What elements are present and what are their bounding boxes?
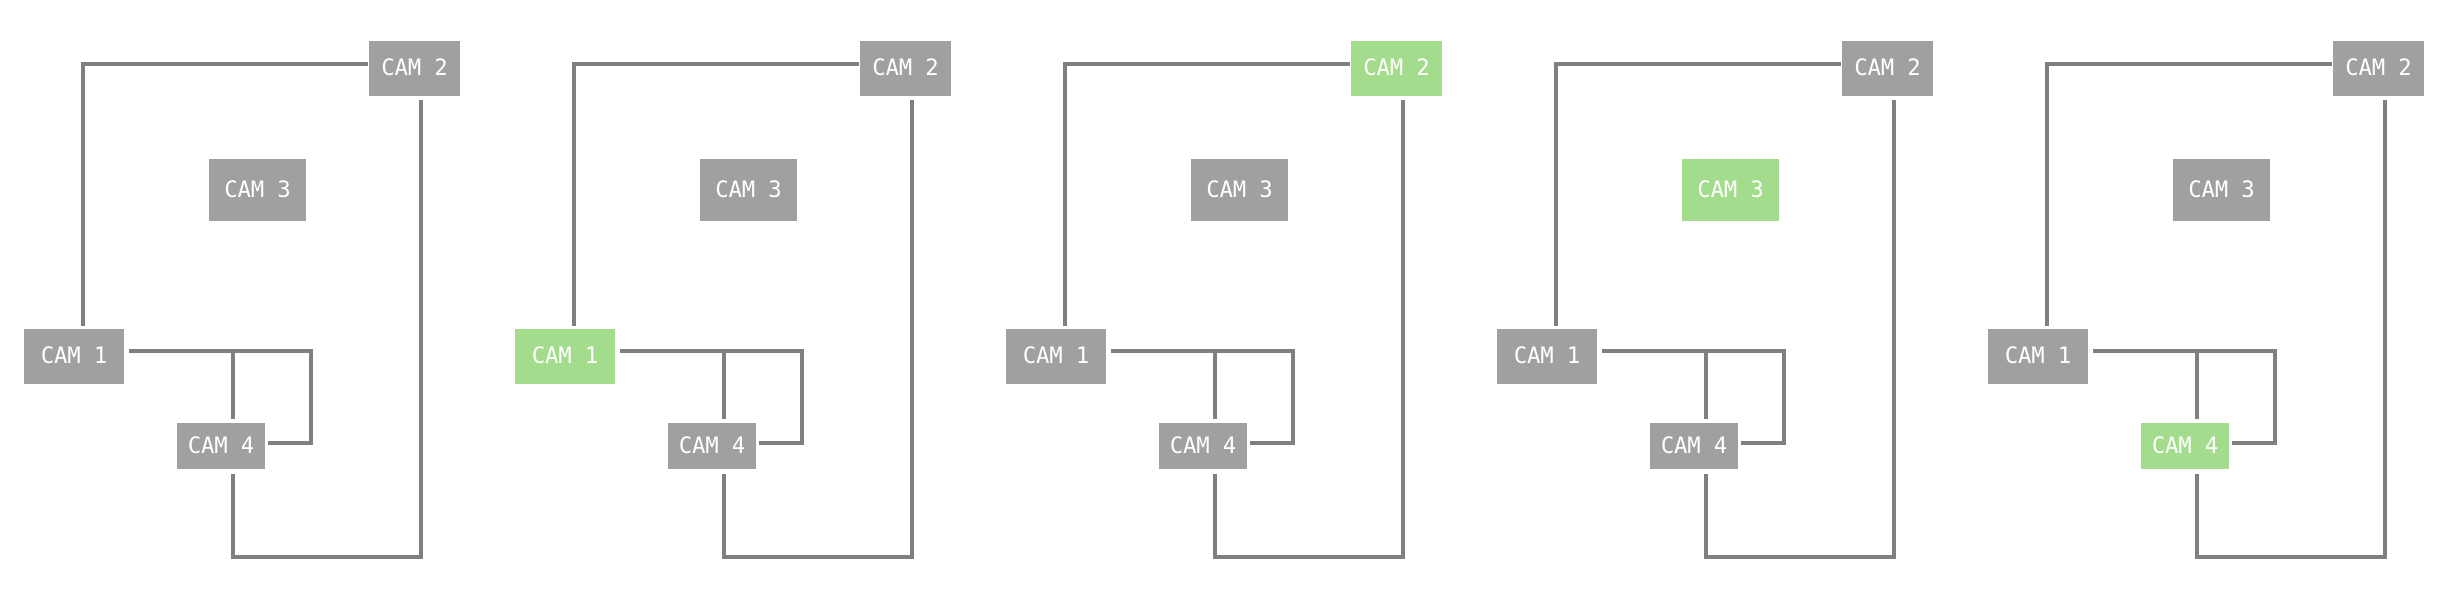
diagram-panel-4: CAM 1 CAM 2 CAM 3 CAM 4 [1473,0,1964,600]
cam-1-node: CAM 1 [1497,329,1597,384]
cam-3-node: CAM 3 [209,159,306,221]
cam-4-node: CAM 4 [177,423,265,469]
link-cam1-cam2 [2045,62,2332,326]
cam-4-node: CAM 4 [1159,423,1247,469]
link-cam1-cam2 [81,62,368,326]
cam-3-node: CAM 3 [1682,159,1779,221]
cam-1-node: CAM 1 [1006,329,1106,384]
cam-3-node: CAM 3 [2173,159,2270,221]
cam-2-node: CAM 2 [369,41,460,96]
link-cam1-cam4-loop [2093,349,2277,445]
link-cam2-cam4 [1213,100,1405,559]
connections [572,62,914,559]
cam-2-node: CAM 2 [1842,41,1933,96]
cam-1-node: CAM 1 [24,329,124,384]
link-cam2-cam4 [2195,100,2387,559]
connections [1554,62,1896,559]
diagram-panel-1: CAM 1 CAM 2 CAM 3 CAM 4 [0,0,491,600]
diagram-panel-2: CAM 1 CAM 2 CAM 3 CAM 4 [491,0,982,600]
link-cam2-cam4 [231,100,423,559]
connections [1063,62,1405,559]
link-cam1-cam4-loop [1602,349,1786,445]
cam-2-node: CAM 2 [860,41,951,96]
cam-2-node: CAM 2 [2333,41,2424,96]
cam-2-node: CAM 2 [1351,41,1442,96]
link-cam1-cam2 [572,62,859,326]
cam-1-node: CAM 1 [1988,329,2088,384]
diagram-panel-5: CAM 1 CAM 2 CAM 3 CAM 4 [1964,0,2455,600]
link-cam1-cam4-loop [620,349,804,445]
cam-4-node: CAM 4 [668,423,756,469]
link-cam2-cam4 [722,100,914,559]
diagram-panel-3: CAM 1 CAM 2 CAM 3 CAM 4 [982,0,1473,600]
connections [2045,62,2387,559]
cam-4-node: CAM 4 [2141,423,2229,469]
connections [81,62,423,559]
cam-4-node: CAM 4 [1650,423,1738,469]
cam-3-node: CAM 3 [1191,159,1288,221]
cam-1-node: CAM 1 [515,329,615,384]
link-cam1-cam2 [1063,62,1350,326]
cam-3-node: CAM 3 [700,159,797,221]
link-cam2-cam4 [1704,100,1896,559]
link-cam1-cam4-loop [1111,349,1295,445]
link-cam1-cam2 [1554,62,1841,326]
link-cam1-cam4-loop [129,349,313,445]
